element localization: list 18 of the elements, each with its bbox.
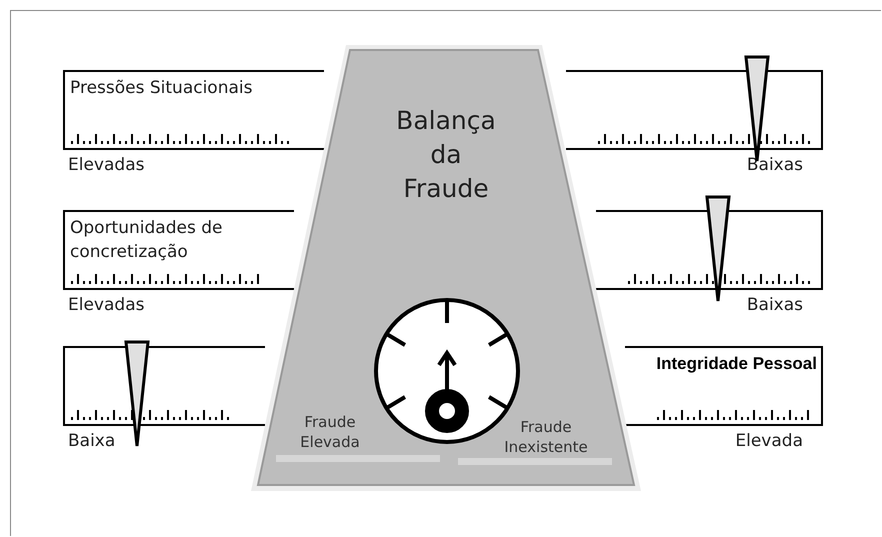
scale-end-label: Elevada bbox=[735, 431, 803, 451]
scale-title: Oportunidades de concretização bbox=[70, 217, 224, 264]
scale-title: Pressões Situacionais bbox=[70, 77, 254, 100]
scale-title: Integridade Pessoal bbox=[656, 353, 817, 375]
scale-end-label: Baixa bbox=[68, 431, 116, 451]
scale-end-label: Elevadas bbox=[68, 155, 144, 175]
zone-label: Fraude Inexistente bbox=[503, 417, 589, 457]
scale-bar bbox=[566, 70, 823, 150]
balance-title: Balança da Fraude bbox=[395, 105, 497, 205]
scale-end-label: Baixas bbox=[746, 155, 803, 175]
scale-bar bbox=[63, 70, 324, 150]
scale-bar bbox=[625, 346, 823, 426]
scale-end-label: Elevadas bbox=[68, 295, 144, 315]
scale-bar bbox=[63, 210, 294, 290]
scale-bar bbox=[596, 210, 823, 290]
scale-bar bbox=[63, 346, 265, 426]
zone-label: Fraude Elevada bbox=[299, 412, 361, 452]
scale-end-label: Baixas bbox=[746, 295, 803, 315]
